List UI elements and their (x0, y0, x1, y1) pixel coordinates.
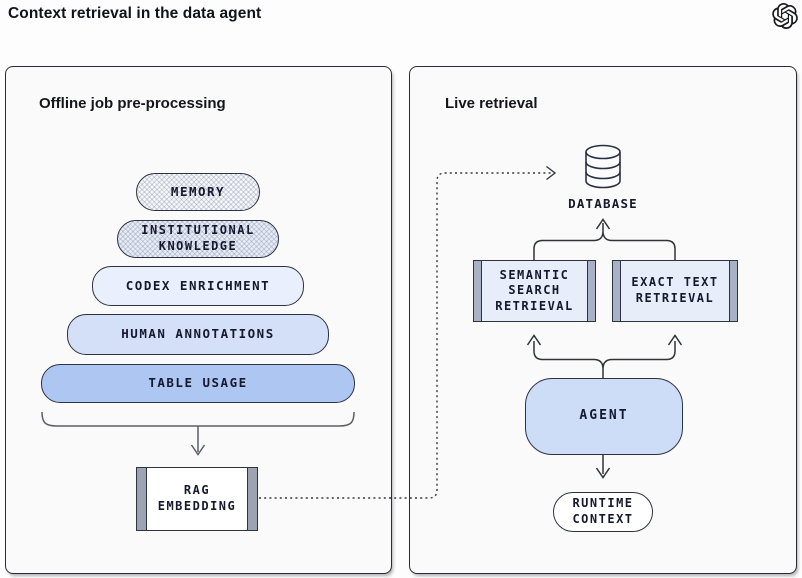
pyramid-codex-enrichment: CODEX ENRICHMENT (92, 266, 304, 306)
offline-panel-title: Offline job pre-processing (39, 95, 226, 112)
rag-embedding-label: RAG EMBEDDING (157, 483, 237, 513)
database-label: DATABASE (568, 196, 638, 211)
rag-box-left-strip (137, 468, 147, 530)
runtime-context-label: RUNTIME CONTEXT (572, 496, 634, 526)
codex-enrichment-label: CODEX ENRICHMENT (125, 277, 271, 293)
exact-text-retrieval-box: EXACT TEXT RETRIEVAL (612, 260, 738, 322)
institutional-knowledge-label: INSTITUTIONAL KNOWLEDGE (141, 223, 255, 253)
agent-box: AGENT (525, 378, 683, 455)
pyramid-human-annotations: HUMAN ANNOTATIONS (67, 314, 329, 355)
pyramid-memory: MEMORY (136, 173, 260, 211)
exact-box-right-strip (729, 261, 737, 321)
semantic-box-left-strip (474, 261, 482, 321)
rag-box-right-strip (247, 468, 257, 530)
semantic-box-right-strip (587, 261, 595, 321)
page-title: Context retrieval in the data agent (8, 5, 262, 22)
memory-label: MEMORY (170, 183, 226, 199)
rag-embedding-box: RAG EMBEDDING (136, 467, 258, 531)
pyramid-table-usage: TABLE USAGE (41, 364, 355, 403)
pyramid-institutional-knowledge: INSTITUTIONAL KNOWLEDGE (117, 220, 279, 258)
exact-box-left-strip (613, 261, 621, 321)
exact-text-retrieval-label: EXACT TEXT RETRIEVAL (631, 275, 719, 305)
semantic-search-retrieval-box: SEMANTIC SEARCH RETRIEVAL (473, 260, 596, 322)
openai-logo-icon (772, 3, 798, 30)
database-cylinder-icon (584, 144, 622, 189)
table-usage-label: TABLE USAGE (148, 375, 248, 391)
agent-label: AGENT (579, 408, 629, 424)
live-panel-title: Live retrieval (445, 95, 538, 112)
runtime-context-pill: RUNTIME CONTEXT (553, 492, 653, 532)
human-annotations-label: HUMAN ANNOTATIONS (121, 326, 275, 342)
semantic-search-retrieval-label: SEMANTIC SEARCH RETRIEVAL (495, 267, 574, 313)
